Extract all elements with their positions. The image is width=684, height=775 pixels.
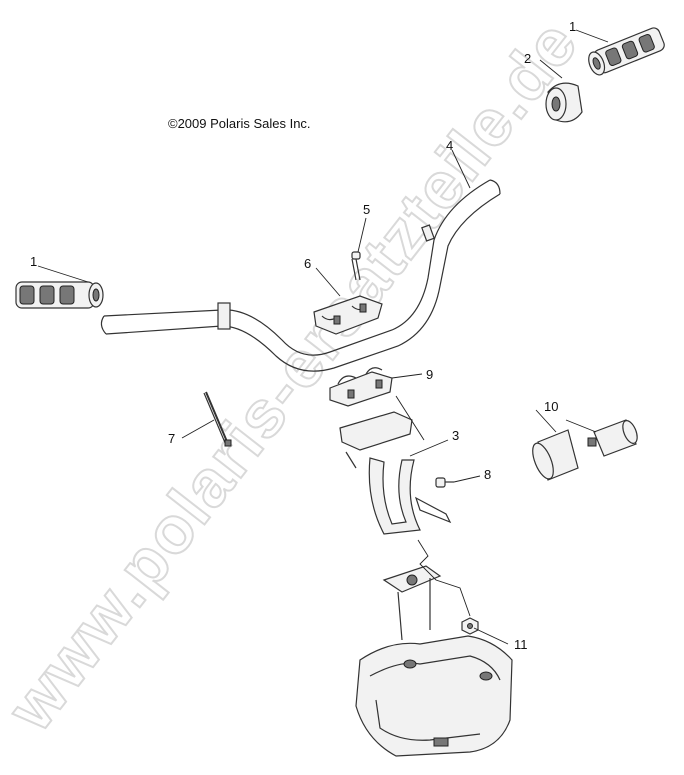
callout-3: 3 <box>452 428 459 443</box>
callout-labels: 1 1 2 3 4 5 6 7 8 9 10 11 <box>30 19 576 652</box>
grip-left[interactable] <box>15 281 104 309</box>
lower-clamp[interactable] <box>329 367 393 407</box>
callout-6: 6 <box>304 256 311 271</box>
callout-5: 5 <box>363 202 370 217</box>
callout-9: 9 <box>426 367 433 382</box>
callout-11: 11 <box>514 637 528 652</box>
throttle-housing[interactable] <box>545 82 583 123</box>
callout-1-right: 1 <box>569 19 576 34</box>
upper-clamp[interactable] <box>313 295 383 335</box>
handlebar-stub <box>421 224 435 242</box>
handlebar[interactable] <box>100 179 501 372</box>
mounting-bracket[interactable] <box>339 411 452 535</box>
callout-10: 10 <box>544 399 558 414</box>
bolt-5[interactable] <box>351 251 361 281</box>
leader-lines <box>37 29 609 645</box>
screw-8[interactable] <box>435 477 454 488</box>
handlebar-clamp-mark <box>217 302 231 330</box>
callout-4: 4 <box>446 138 453 153</box>
nut-11[interactable] <box>461 617 479 635</box>
callout-2: 2 <box>524 51 531 66</box>
steering-post-base <box>355 565 513 757</box>
grip-right[interactable] <box>586 26 666 77</box>
callout-1-left: 1 <box>30 254 37 269</box>
callout-7: 7 <box>168 431 175 446</box>
cable-tie[interactable] <box>203 391 232 447</box>
switch-assembly[interactable] <box>528 419 640 482</box>
copyright-notice: ©2009 Polaris Sales Inc. <box>168 116 311 131</box>
callout-8: 8 <box>484 467 491 482</box>
